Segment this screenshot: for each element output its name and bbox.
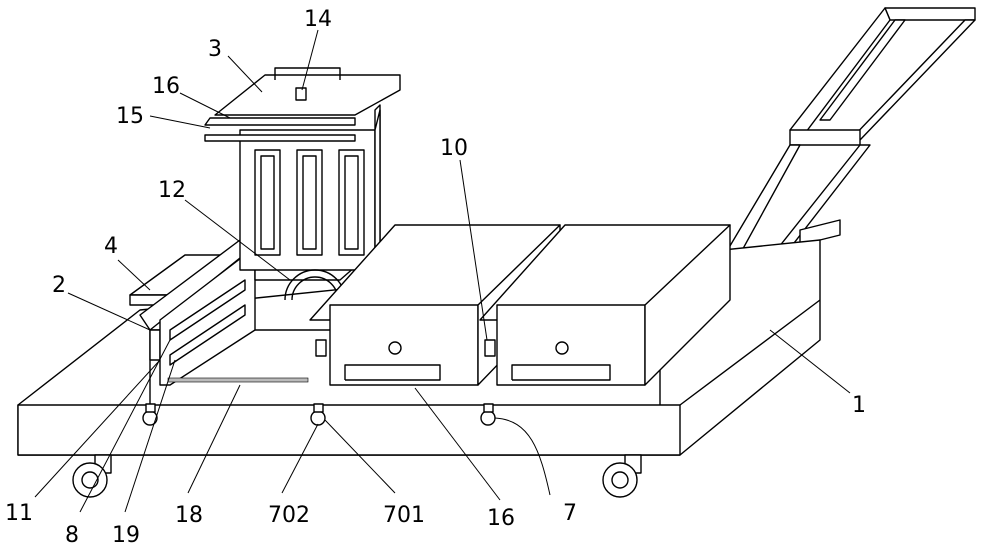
label-701: 701	[383, 503, 425, 528]
label-7: 7	[563, 501, 577, 526]
label-18: 18	[175, 503, 203, 528]
label-2: 2	[52, 273, 66, 298]
label-3: 3	[208, 37, 222, 62]
label-4: 4	[104, 234, 118, 259]
wheel-right	[603, 455, 641, 497]
label-1: 1	[852, 393, 866, 418]
label-16-top: 16	[152, 74, 180, 99]
label-16-bottom: 16	[487, 506, 515, 531]
label-12: 12	[158, 178, 186, 203]
label-15: 15	[116, 104, 144, 129]
label-10: 10	[440, 136, 468, 161]
label-702: 702	[268, 503, 310, 528]
label-19: 19	[112, 523, 140, 548]
label-14: 14	[304, 7, 332, 32]
label-11: 11	[5, 501, 33, 526]
label-8: 8	[65, 523, 79, 548]
wheel-left	[73, 455, 111, 497]
